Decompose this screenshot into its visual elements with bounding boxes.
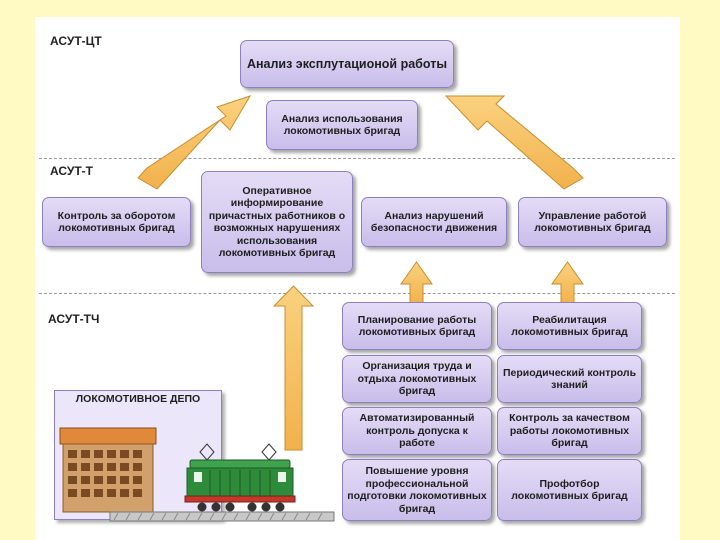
box-analysis-usage: Анализ использования локомотивных бригад bbox=[266, 100, 418, 150]
box-operative-info: Оперативное информирование причастных ра… bbox=[201, 171, 353, 273]
box-rehabilitation: Реабилитация локомотивных бригад bbox=[497, 302, 642, 350]
box-selection: Профотбор локомотивных бригад bbox=[497, 459, 642, 521]
box-organization: Организация труда и отдыха локомотивных … bbox=[342, 355, 492, 403]
box-periodic-control: Периодический контроль знаний bbox=[497, 355, 642, 403]
arrow-center-up bbox=[272, 285, 315, 451]
box-quality-control: Контроль за качеством работы локомотивны… bbox=[497, 407, 642, 455]
divider-t-tch bbox=[39, 293, 675, 294]
arrow-planning-up bbox=[400, 261, 433, 305]
arrow-right-diagonal bbox=[444, 95, 584, 190]
box-control-turnover: Контроль за оборотом локомотивных бригад bbox=[42, 197, 191, 247]
box-work-management: Управление работой локомотивных бригад bbox=[518, 197, 667, 247]
level-label-t: АСУТ-Т bbox=[50, 164, 93, 178]
box-safety-analysis: Анализ нарушений безопасности движения bbox=[361, 197, 507, 247]
depot-building-icon bbox=[59, 427, 157, 513]
locomotive-icon bbox=[184, 443, 296, 512]
level-label-tch: АСУТ-ТЧ bbox=[48, 312, 100, 326]
box-skill-raise: Повышение уровня профессиональной подгот… bbox=[342, 459, 492, 521]
depot-title: ЛОКОМОТИВНОЕ ДЕПО bbox=[75, 393, 201, 405]
box-planning: Планирование работы локомотивных бригад bbox=[342, 302, 492, 350]
arrow-left-diagonal bbox=[137, 95, 252, 190]
level-label-ct: АСУТ-ЦТ bbox=[50, 34, 102, 48]
arrow-rehab-up bbox=[551, 261, 584, 305]
rail-platform bbox=[109, 511, 335, 522]
divider-ct-t bbox=[39, 158, 675, 159]
box-auto-control: Автоматизированный контроль допуска к ра… bbox=[342, 407, 492, 455]
box-analysis-main: Анализ эксплутационой работы bbox=[240, 40, 454, 88]
